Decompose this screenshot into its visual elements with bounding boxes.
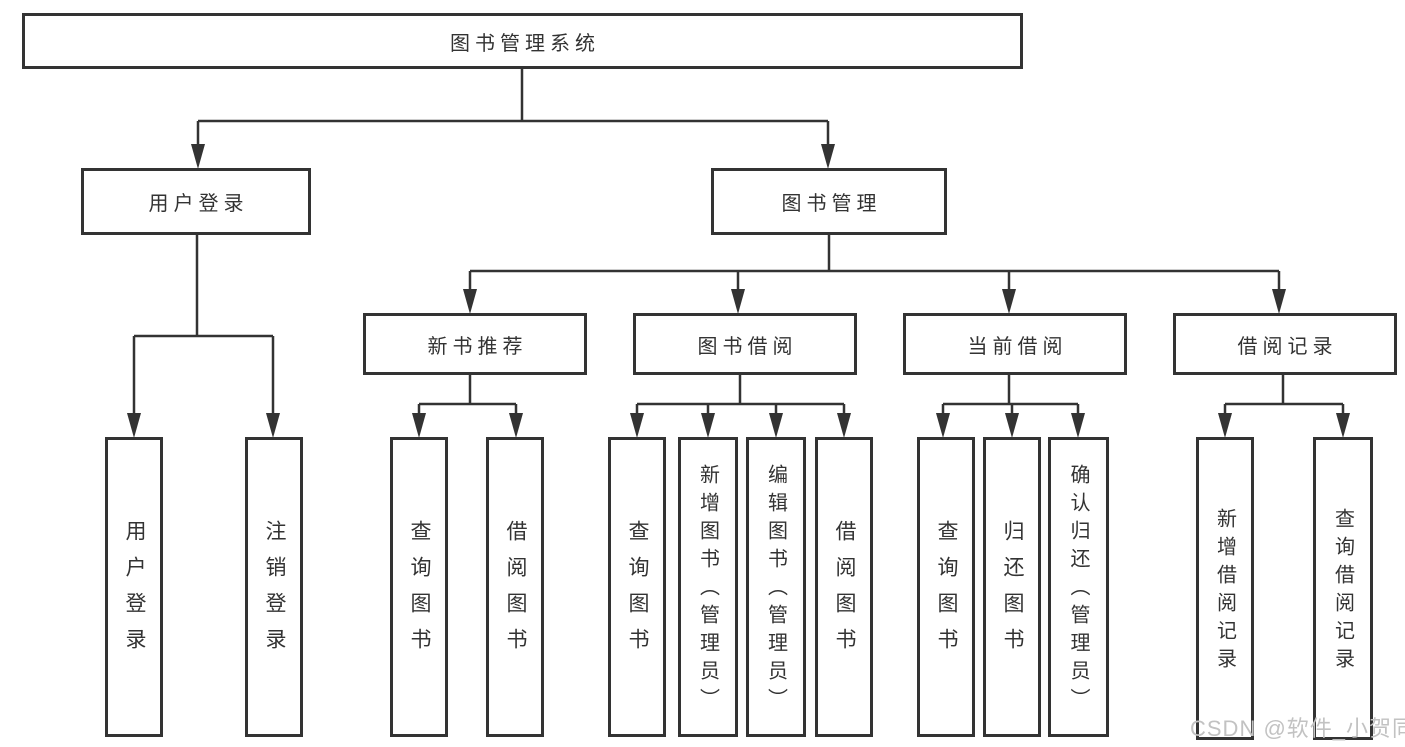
node-user-login: 用户登录 (81, 168, 311, 235)
node-book-management: 图书管理 (711, 168, 947, 235)
node-user-login-label: 用户登录 (148, 193, 249, 215)
node-book-management-label: 图书管理 (781, 193, 882, 215)
node-current-borrow-label: 当前借阅 (967, 335, 1068, 358)
connector-new-book (417, 375, 518, 414)
leaf-query-borrow-record-label: 查询借阅记录 (1331, 507, 1354, 676)
connector-book-management (468, 235, 1281, 290)
connector-user-login (132, 235, 275, 414)
leaf-query-books-3: 查询图书 (917, 437, 975, 737)
node-book-borrow-label: 图书借阅 (697, 335, 798, 358)
node-current-borrow: 当前借阅 (903, 313, 1127, 375)
node-book-borrow: 图书借阅 (633, 313, 857, 375)
leaf-query-borrow-record: 查询借阅记录 (1313, 437, 1373, 740)
leaf-logout: 注销登录 (245, 437, 303, 737)
leaf-user-login: 用户登录 (105, 437, 163, 737)
node-new-book-recommend-label: 新书推荐 (427, 335, 528, 358)
leaf-add-borrow-record: 新增借阅记录 (1196, 437, 1254, 740)
leaf-edit-books-admin-label: 编辑图书（管理员） (764, 464, 787, 716)
leaf-add-borrow-record-label: 新增借阅记录 (1213, 507, 1236, 676)
leaf-confirm-return-admin-label: 确认归还（管理员） (1067, 464, 1089, 716)
node-new-book-recommend: 新书推荐 (363, 313, 587, 375)
leaf-confirm-return-admin: 确认归还（管理员） (1048, 437, 1109, 737)
leaf-borrow-books-1-label: 借阅图书 (504, 520, 527, 664)
leaf-query-books-2: 查询图书 (608, 437, 666, 737)
node-borrow-records-label: 借阅记录 (1237, 335, 1338, 358)
leaf-query-books-3-label: 查询图书 (935, 520, 958, 664)
connector-current-borrow (941, 375, 1080, 414)
leaf-query-books-1: 查询图书 (390, 437, 448, 737)
leaf-edit-books-admin: 编辑图书（管理员） (746, 437, 806, 737)
node-library-system-label: 图书管理系统 (450, 32, 600, 55)
leaf-return-books-label: 归还图书 (1001, 520, 1024, 664)
leaf-return-books: 归还图书 (983, 437, 1041, 737)
leaf-user-login-label: 用户登录 (123, 520, 146, 664)
arrowheads (127, 144, 1350, 438)
leaf-borrow-books-2: 借阅图书 (815, 437, 873, 737)
leaf-logout-label: 注销登录 (263, 520, 286, 664)
leaf-query-books-1-label: 查询图书 (408, 520, 431, 664)
leaf-add-books-admin-label: 新增图书（管理员） (696, 464, 719, 716)
csdn-watermark: CSDN @软件_小贺同学 (1190, 716, 1405, 741)
leaf-add-books-admin: 新增图书（管理员） (678, 437, 738, 737)
node-library-system: 图书管理系统 (22, 13, 1023, 69)
leaf-borrow-books-1: 借阅图书 (486, 437, 544, 737)
connector-book-borrow (635, 375, 846, 414)
node-borrow-records: 借阅记录 (1173, 313, 1397, 375)
leaf-borrow-books-2-label: 借阅图书 (833, 520, 856, 664)
connector-root (196, 69, 830, 145)
leaf-query-books-2-label: 查询图书 (626, 520, 649, 664)
connector-borrow-records (1223, 375, 1345, 414)
